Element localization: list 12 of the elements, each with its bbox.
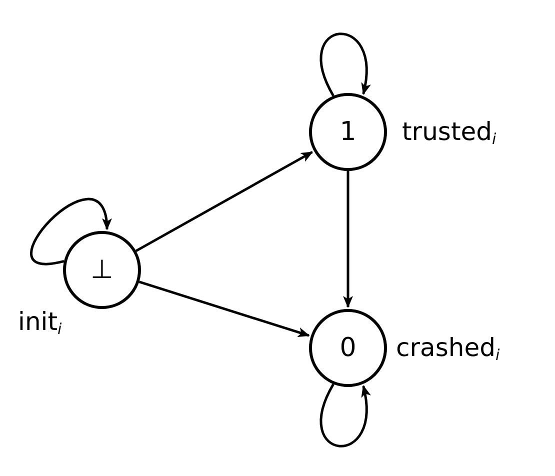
state-name: trusted$_{i}$ <box>402 118 496 148</box>
state-label: 1 <box>340 119 356 145</box>
self-loop-arrow <box>320 384 370 448</box>
state-name: crashed$_{i}$ <box>396 334 500 364</box>
state-name: init$_{i}$ <box>18 308 62 338</box>
arrow <box>343 171 353 308</box>
self-loop-arrow <box>320 32 370 96</box>
state-label: ⊥ <box>90 257 114 283</box>
state-label: 0 <box>340 335 356 361</box>
arrow <box>135 150 314 252</box>
self-loop-arrow <box>30 198 110 266</box>
arrow <box>138 280 310 338</box>
